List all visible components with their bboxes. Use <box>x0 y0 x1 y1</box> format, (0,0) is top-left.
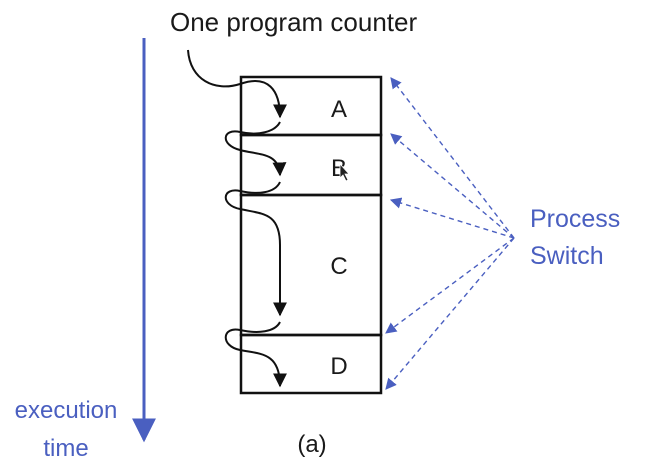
process-box-a <box>239 75 383 137</box>
axis-label-execution: execution <box>15 397 118 424</box>
diagram-title: One program counter <box>170 7 417 37</box>
process-label-a: A <box>331 96 347 123</box>
process-box-b <box>239 133 383 197</box>
program-counter-flow-a-to-b <box>224 121 287 177</box>
switch-label-switch: Switch <box>530 242 604 270</box>
program-counter-flow-entry <box>187 49 287 119</box>
axis-label-time: time <box>43 435 88 462</box>
process-label-c: C <box>330 253 347 280</box>
switch-label-process: Process <box>530 205 620 233</box>
program-counter-flow-b-to-c <box>224 181 287 317</box>
pointer-cursor-icon <box>339 162 350 182</box>
process-box-c <box>239 193 383 337</box>
program-counter-flow-c-to-d <box>224 321 287 388</box>
switch-arrow-a <box>390 77 515 239</box>
process-box-d <box>239 333 383 395</box>
figure-caption: (a) <box>297 431 326 458</box>
switch-arrow-b <box>390 133 515 239</box>
switch-arrow-c <box>389 197 515 239</box>
switch-arrow-e <box>385 237 515 390</box>
process-switch-arrows <box>385 77 515 390</box>
switch-arrow-d <box>385 237 515 334</box>
process-label-d: D <box>330 353 347 380</box>
